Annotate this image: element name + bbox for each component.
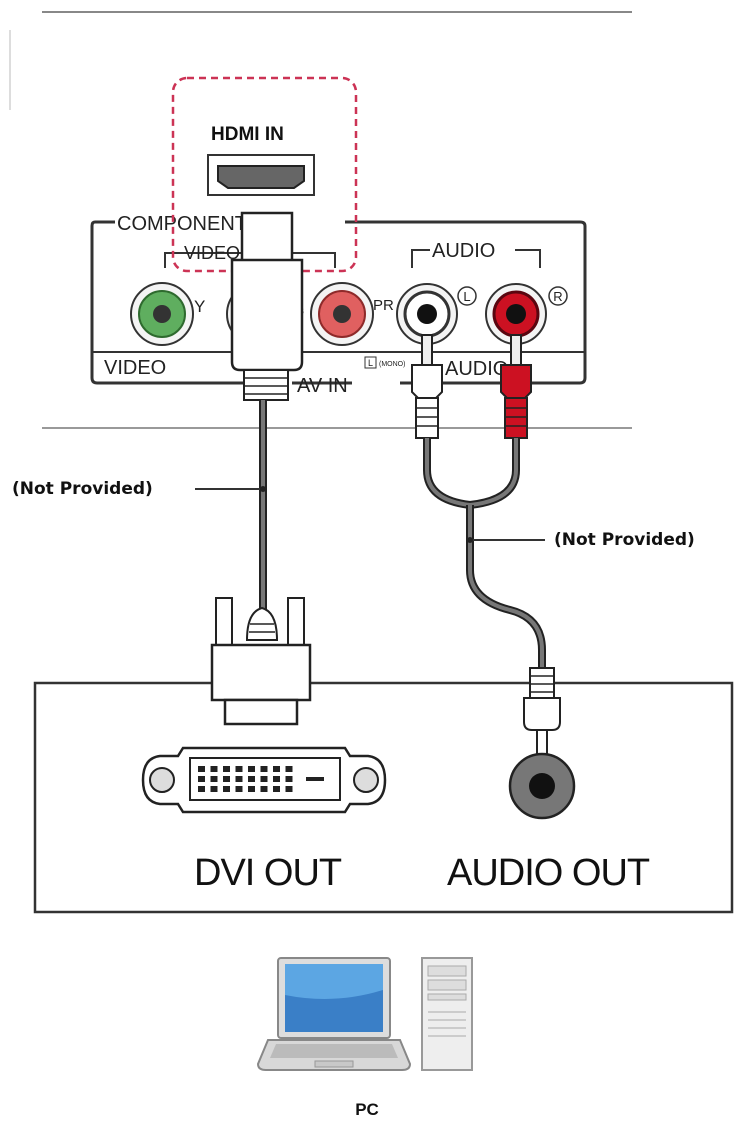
dvi-pin (198, 776, 205, 782)
pr-label: PR (373, 297, 394, 314)
hdmi-cable-plug[interactable] (230, 211, 304, 401)
dvi-pin (235, 786, 243, 792)
audio-y-cable (423, 438, 546, 668)
pc-label: PC (355, 1100, 379, 1119)
audio-bottom-label: AUDIO (445, 358, 508, 380)
svg-text:R: R (553, 289, 562, 304)
dvi-pin (223, 776, 230, 782)
hdmi-port[interactable] (207, 154, 315, 196)
hdmi-in-zone: HDMI IN (171, 76, 358, 273)
audio-l-jack[interactable] (396, 283, 458, 345)
svg-text:L: L (463, 289, 470, 304)
dvi-pin (285, 786, 293, 792)
dvi-pin (285, 766, 293, 772)
dvi-pin (235, 776, 243, 782)
dvi-pin (260, 786, 268, 792)
av-in-label: AV IN (297, 375, 348, 397)
audio-label: AUDIO (432, 240, 495, 262)
laptop-icon (256, 957, 412, 1071)
dvi-pin (223, 766, 230, 772)
svg-text:L: L (368, 358, 373, 368)
white-rca-plug[interactable] (411, 334, 443, 439)
dvi-pin (248, 776, 255, 782)
dvi-pin (248, 766, 255, 772)
dvi-pin (235, 766, 243, 772)
dvi-pin (210, 766, 218, 772)
audio-out-port[interactable] (508, 752, 576, 820)
pc-output-box (33, 681, 734, 914)
y-label: Y (194, 297, 205, 316)
dvi-pin (223, 786, 230, 792)
audio-jack-plug[interactable] (523, 667, 561, 755)
mono-l-badge: L (364, 356, 377, 369)
dvi-pin (210, 786, 218, 792)
audio-l-badge: L (457, 286, 477, 306)
desktop-tower-icon (421, 957, 473, 1071)
dvi-out-label: DVI OUT (194, 852, 342, 894)
dvi-pin (260, 776, 268, 782)
dvi-pin (210, 776, 218, 782)
right-not-provided: (Not Provided) (554, 530, 695, 550)
dvi-pin (248, 786, 255, 792)
y-jack[interactable] (130, 282, 194, 346)
mono-label: (MONO) (379, 361, 405, 368)
hdmi-in-label: HDMI IN (211, 124, 284, 145)
right-note-callout: (Not Provided) (467, 530, 695, 550)
left-note-callout: (Not Provided) (12, 479, 266, 499)
dvi-out-port[interactable] (141, 746, 387, 814)
pr-jack[interactable] (310, 282, 374, 346)
dvi-pin (273, 776, 280, 782)
dvi-pin (273, 766, 280, 772)
audio-r-jack[interactable] (485, 283, 547, 345)
audio-r-badge: R (548, 286, 568, 306)
red-rca-plug[interactable] (500, 334, 532, 439)
dvi-plug[interactable] (210, 597, 312, 726)
video-sub-label: VIDEO (184, 243, 240, 263)
left-not-provided: (Not Provided) (12, 479, 153, 499)
dvi-pin (273, 786, 280, 792)
dvi-pin (198, 766, 205, 772)
dvi-pin (260, 766, 268, 772)
video-bottom-label: VIDEO (104, 357, 166, 379)
audio-bracket (411, 249, 541, 268)
component-in-label: COMPONENT IN (117, 213, 272, 235)
dvi-pin (198, 786, 205, 792)
dvi-pin (285, 776, 293, 782)
audio-out-label: AUDIO OUT (447, 852, 650, 894)
